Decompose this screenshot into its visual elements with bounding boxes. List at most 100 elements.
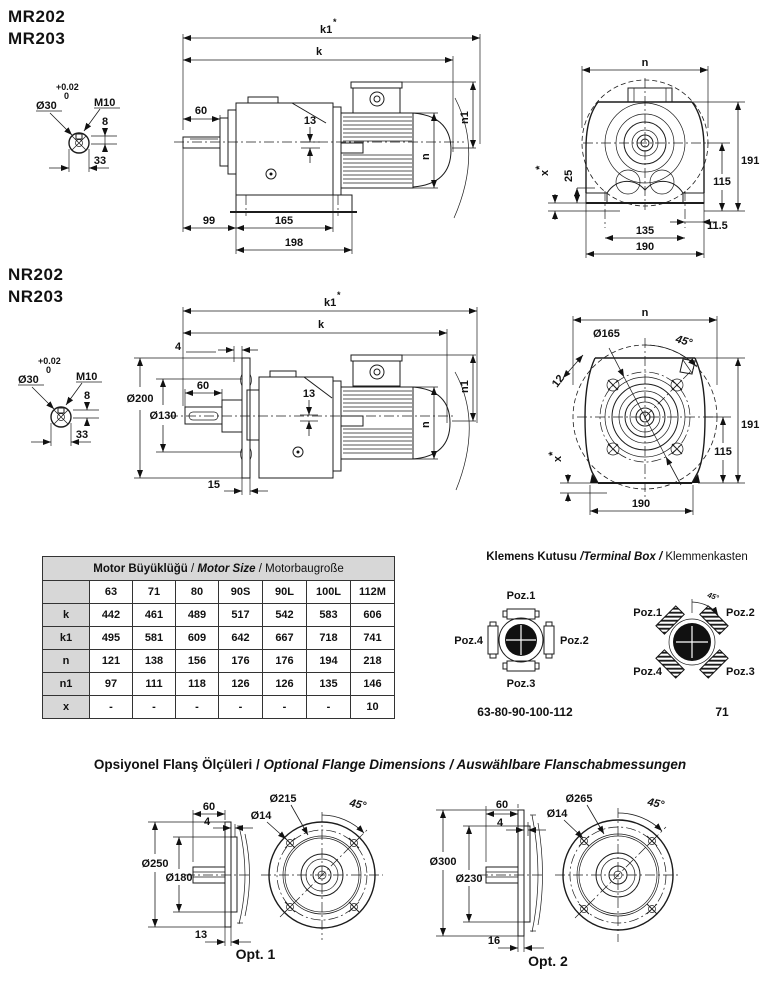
mr-shaft-detail-drawing: +0.02 0 Ø30 M10 8 33 xyxy=(36,82,120,172)
col-63: 63 xyxy=(89,580,133,604)
dim-k: k xyxy=(316,46,323,58)
dim-198: 198 xyxy=(285,237,303,249)
col-71: 71 xyxy=(132,580,176,604)
col-80: 80 xyxy=(175,580,219,604)
opt2-front-view: 45° Ø265 Ø14 xyxy=(547,793,681,942)
mr-side-dimensions: k1 * k 60 13 n n1 99 165 198 xyxy=(182,17,481,254)
dim-190: 190 xyxy=(632,498,650,510)
shaft-dimensions: +0.02 0 Ø30 M10 8 33 xyxy=(18,356,102,446)
opt2-flange-drawing: Ø300 Ø230 60 4 16 xyxy=(430,793,681,952)
dim-dia250: Ø250 xyxy=(142,858,169,870)
dim-n: n xyxy=(642,57,649,69)
dim-n1: n1 xyxy=(459,111,471,124)
key-length-label: 33 xyxy=(94,155,106,167)
table-row: x ------10 xyxy=(42,695,395,719)
dim-115: 115 xyxy=(713,176,731,188)
opt1-flange-drawing: Ø250 Ø180 60 4 13 xyxy=(142,793,383,946)
tolerance-upper: +0.02 xyxy=(56,82,79,92)
terminal-box-diagram-rotated xyxy=(655,599,729,679)
dim-191: 191 xyxy=(741,419,759,431)
col-100l: 100L xyxy=(306,580,351,604)
terminal-box-positions-large: Poz.1 Poz.2 Poz.3 Poz.4 xyxy=(454,590,589,690)
terminal-box-positions-71: 45° Poz.1 Poz.2 Poz.4 Poz.3 xyxy=(633,590,755,679)
dim-165: 165 xyxy=(275,215,293,227)
dim-60: 60 xyxy=(203,801,215,813)
poz4-label: Poz.4 xyxy=(454,635,484,647)
shaft-diameter-label: Ø30 xyxy=(36,100,57,112)
opt1-side-view xyxy=(185,821,251,928)
model-mr203: MR203 xyxy=(8,29,66,48)
tolerance-upper: +0.02 xyxy=(38,356,61,366)
motor-size-table: Motor Büyüklüğü / Motor Size / Motorbaug… xyxy=(42,556,395,719)
dim-15: 15 xyxy=(208,479,220,491)
table-title: Motor Büyüklüğü / Motor Size / Motorbaug… xyxy=(42,556,395,581)
dim-4: 4 xyxy=(497,817,504,829)
nr-rear-dimensions: n Ø165 45° 12 191 115 x* 190 xyxy=(547,307,759,515)
terminal-box-title: Klemens Kutusu /Terminal Box / Klemmenka… xyxy=(486,551,748,563)
table-corner xyxy=(42,580,90,604)
table-header-row: 63 71 80 90S 90L 100L 112M xyxy=(42,580,395,604)
dim-n1: n1 xyxy=(459,380,471,393)
tolerance-lower: 0 xyxy=(64,91,69,101)
poz2-label: Poz.2 xyxy=(560,635,589,647)
mr-rear-outline xyxy=(581,78,709,228)
gearmotor-outline xyxy=(174,81,470,219)
dim-11-5: 11.5 xyxy=(707,220,728,232)
opt2-side-dimensions: Ø300 Ø230 60 4 16 xyxy=(430,799,546,952)
dim-n: n xyxy=(420,421,432,428)
shaft-diameter-label: Ø30 xyxy=(18,374,39,386)
dim-k1-star: * xyxy=(337,290,341,300)
dim-115: 115 xyxy=(714,446,732,458)
opt2-label: Opt. 2 xyxy=(528,953,568,969)
dim-dia165: Ø165 xyxy=(593,328,620,340)
dim-13: 13 xyxy=(304,115,316,127)
col-90s: 90S xyxy=(218,580,263,604)
dim-190: 190 xyxy=(636,241,654,253)
shaft-section xyxy=(50,406,72,428)
poz3-label: Poz.3 xyxy=(726,666,755,678)
nr-side-dimensions: k1 * k 4 Ø200 Ø130 60 13 n xyxy=(127,290,478,495)
dim-x-star: x* xyxy=(547,451,564,462)
poz2-label: Poz.2 xyxy=(726,607,755,619)
mr-side-view-drawing: k1 * k 60 13 n n1 99 165 198 xyxy=(174,17,481,254)
dim-dia200: Ø200 xyxy=(127,393,154,405)
thread-label: M10 xyxy=(94,97,115,109)
model-nr202: NR202 xyxy=(8,265,64,284)
opt2-side-view xyxy=(478,809,544,937)
dim-dia265: Ø265 xyxy=(566,793,593,805)
dim-60: 60 xyxy=(197,380,209,392)
dim-k1: k1 xyxy=(324,297,336,309)
dim-k1: k1 xyxy=(320,24,332,36)
dim-dia180: Ø180 xyxy=(166,872,193,884)
dim-dia215: Ø215 xyxy=(270,793,297,805)
dim-k: k xyxy=(318,319,325,331)
dim-n: n xyxy=(420,153,432,160)
flange-section-heading: Opsiyonel Flanş Ölçüleri / Optional Flan… xyxy=(93,757,687,772)
dim-99: 99 xyxy=(203,215,215,227)
nr-rear-view-drawing: n Ø165 45° 12 191 115 x* 190 xyxy=(547,307,759,515)
dim-k1-star: * xyxy=(333,17,337,27)
poz1-label: Poz.1 xyxy=(633,607,662,619)
shaft-dimensions: +0.02 0 Ø30 M10 8 33 xyxy=(36,82,120,172)
poz4-label: Poz.4 xyxy=(633,666,663,678)
dim-4: 4 xyxy=(204,816,211,828)
dim-dia14: Ø14 xyxy=(251,810,273,822)
dim-60: 60 xyxy=(195,105,207,117)
dim-45deg-small: 45° xyxy=(705,590,720,603)
nr-shaft-detail-drawing: +0.02 0 Ø30 M10 8 33 xyxy=(18,356,102,446)
dim-135: 135 xyxy=(636,225,654,237)
model-nr203: NR203 xyxy=(8,287,64,306)
dim-dia14: Ø14 xyxy=(547,808,569,820)
model-title-mr: MR202 MR203 xyxy=(8,6,65,50)
dim-45deg: 45° xyxy=(673,333,694,350)
thread-label: M10 xyxy=(76,371,97,383)
dim-x-star: x* xyxy=(534,165,551,176)
dim-191: 191 xyxy=(741,155,759,167)
terminal-box-caption-left: 63-80-90-100-112 xyxy=(477,705,573,719)
mr-rear-view-drawing: n x* 25 191 115 11.5 135 190 xyxy=(534,57,759,258)
mr-rear-dimensions: n x* 25 191 115 11.5 135 190 xyxy=(534,57,759,258)
